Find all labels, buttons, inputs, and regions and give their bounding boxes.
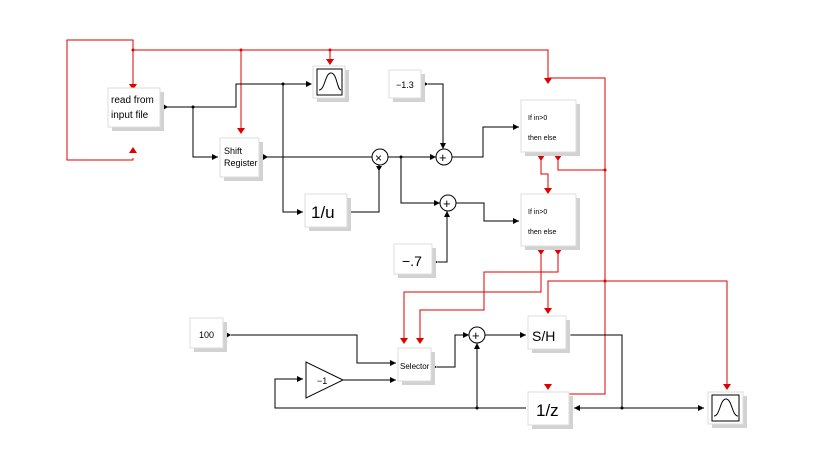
scope-block-top[interactable] [312, 65, 349, 102]
sum-2-symbol: + [443, 196, 451, 211]
link-product-to-sum2 [400, 157, 440, 204]
link-sum1-to-if1 [452, 126, 519, 158]
selector-label: Selector [400, 362, 430, 371]
link-read-to-shift [192, 107, 218, 158]
link-sh-to-scope [571, 334, 704, 409]
sum-block-2[interactable]: + [439, 194, 457, 212]
shift-register-label-line1: Shift [224, 146, 243, 156]
scope-icon [711, 394, 740, 422]
link-inverse-to-product [347, 164, 380, 213]
constant-neg-1-3-label: −1.3 [396, 80, 414, 90]
if-then-else-1-label-line2: then else [528, 135, 557, 142]
delay-block[interactable]: 1/z [527, 391, 573, 429]
sample-hold-block[interactable]: S/H [527, 315, 570, 353]
shift-register-label-line2: Register [224, 158, 258, 168]
constant-100-label: 100 [199, 330, 214, 340]
event-link-if2-to-selector-right [419, 254, 559, 338]
scope-block-bottom[interactable] [707, 391, 747, 428]
event-link-sample-hold [547, 280, 605, 308]
shift-register-block[interactable]: Shift Register [219, 137, 263, 181]
event-links [66, 39, 731, 395]
link-read-to-scope [163, 83, 306, 108]
product-symbol: × [375, 151, 382, 165]
delay-label: 1/z [536, 401, 559, 420]
read-block-label-line1: read from [111, 95, 154, 106]
link-100-to-selector [231, 334, 396, 364]
link-const7-to-sum2 [438, 211, 448, 263]
sum-3-symbol: + [472, 328, 480, 343]
inverse-block[interactable]: 1/u [304, 193, 351, 231]
constant-block-neg-1-3[interactable]: −1.3 [388, 69, 425, 102]
sample-hold-label: S/H [532, 328, 555, 344]
event-link-bottom-scope [605, 280, 728, 385]
selector-block[interactable]: Selector [397, 347, 435, 385]
link-const13-to-sum1 [428, 83, 444, 149]
event-link-if1-to-selector [557, 160, 605, 171]
event-link-feedback [66, 39, 134, 161]
if-then-else-2-label-line2: then else [528, 229, 557, 236]
sum-block-1[interactable]: + [435, 148, 453, 166]
event-link-top-bus [133, 49, 549, 78]
waveform-icon [713, 398, 739, 417]
event-link-right-bus [548, 77, 606, 395]
if-then-else-block-2[interactable]: If in>0 then else [520, 193, 580, 250]
event-link-if1-to-if2 [540, 160, 549, 188]
if-then-else-1-label-line1: If in>0 [528, 115, 547, 122]
constant-block-100[interactable]: 100 [189, 317, 227, 352]
waveform-icon [318, 72, 342, 91]
constant-block-neg-0-7[interactable]: −.7 [393, 243, 436, 278]
link-selector-to-sum3 [437, 334, 469, 368]
link-sum2-to-if2 [456, 202, 519, 222]
inverse-label: 1/u [311, 203, 335, 222]
read-block-label-line2: input file [111, 110, 149, 121]
sum-1-symbol: + [439, 150, 447, 165]
gain-block[interactable]: −1 [305, 361, 345, 399]
link-scope-to-inverse [282, 84, 303, 213]
scope-icon [316, 68, 343, 96]
if-then-else-block-1[interactable]: If in>0 then else [520, 99, 580, 156]
sum-block-3[interactable]: + [468, 326, 486, 344]
constant-neg-0-7-label: −.7 [402, 253, 422, 269]
read-from-input-file-block[interactable]: read from input file [107, 87, 164, 131]
event-link-if2-to-selector-left [403, 254, 542, 338]
gain-label: −1 [317, 376, 327, 386]
link-delay-feedback [274, 378, 526, 409]
product-block[interactable]: × [371, 148, 389, 166]
if-then-else-2-label-line1: If in>0 [528, 209, 547, 216]
